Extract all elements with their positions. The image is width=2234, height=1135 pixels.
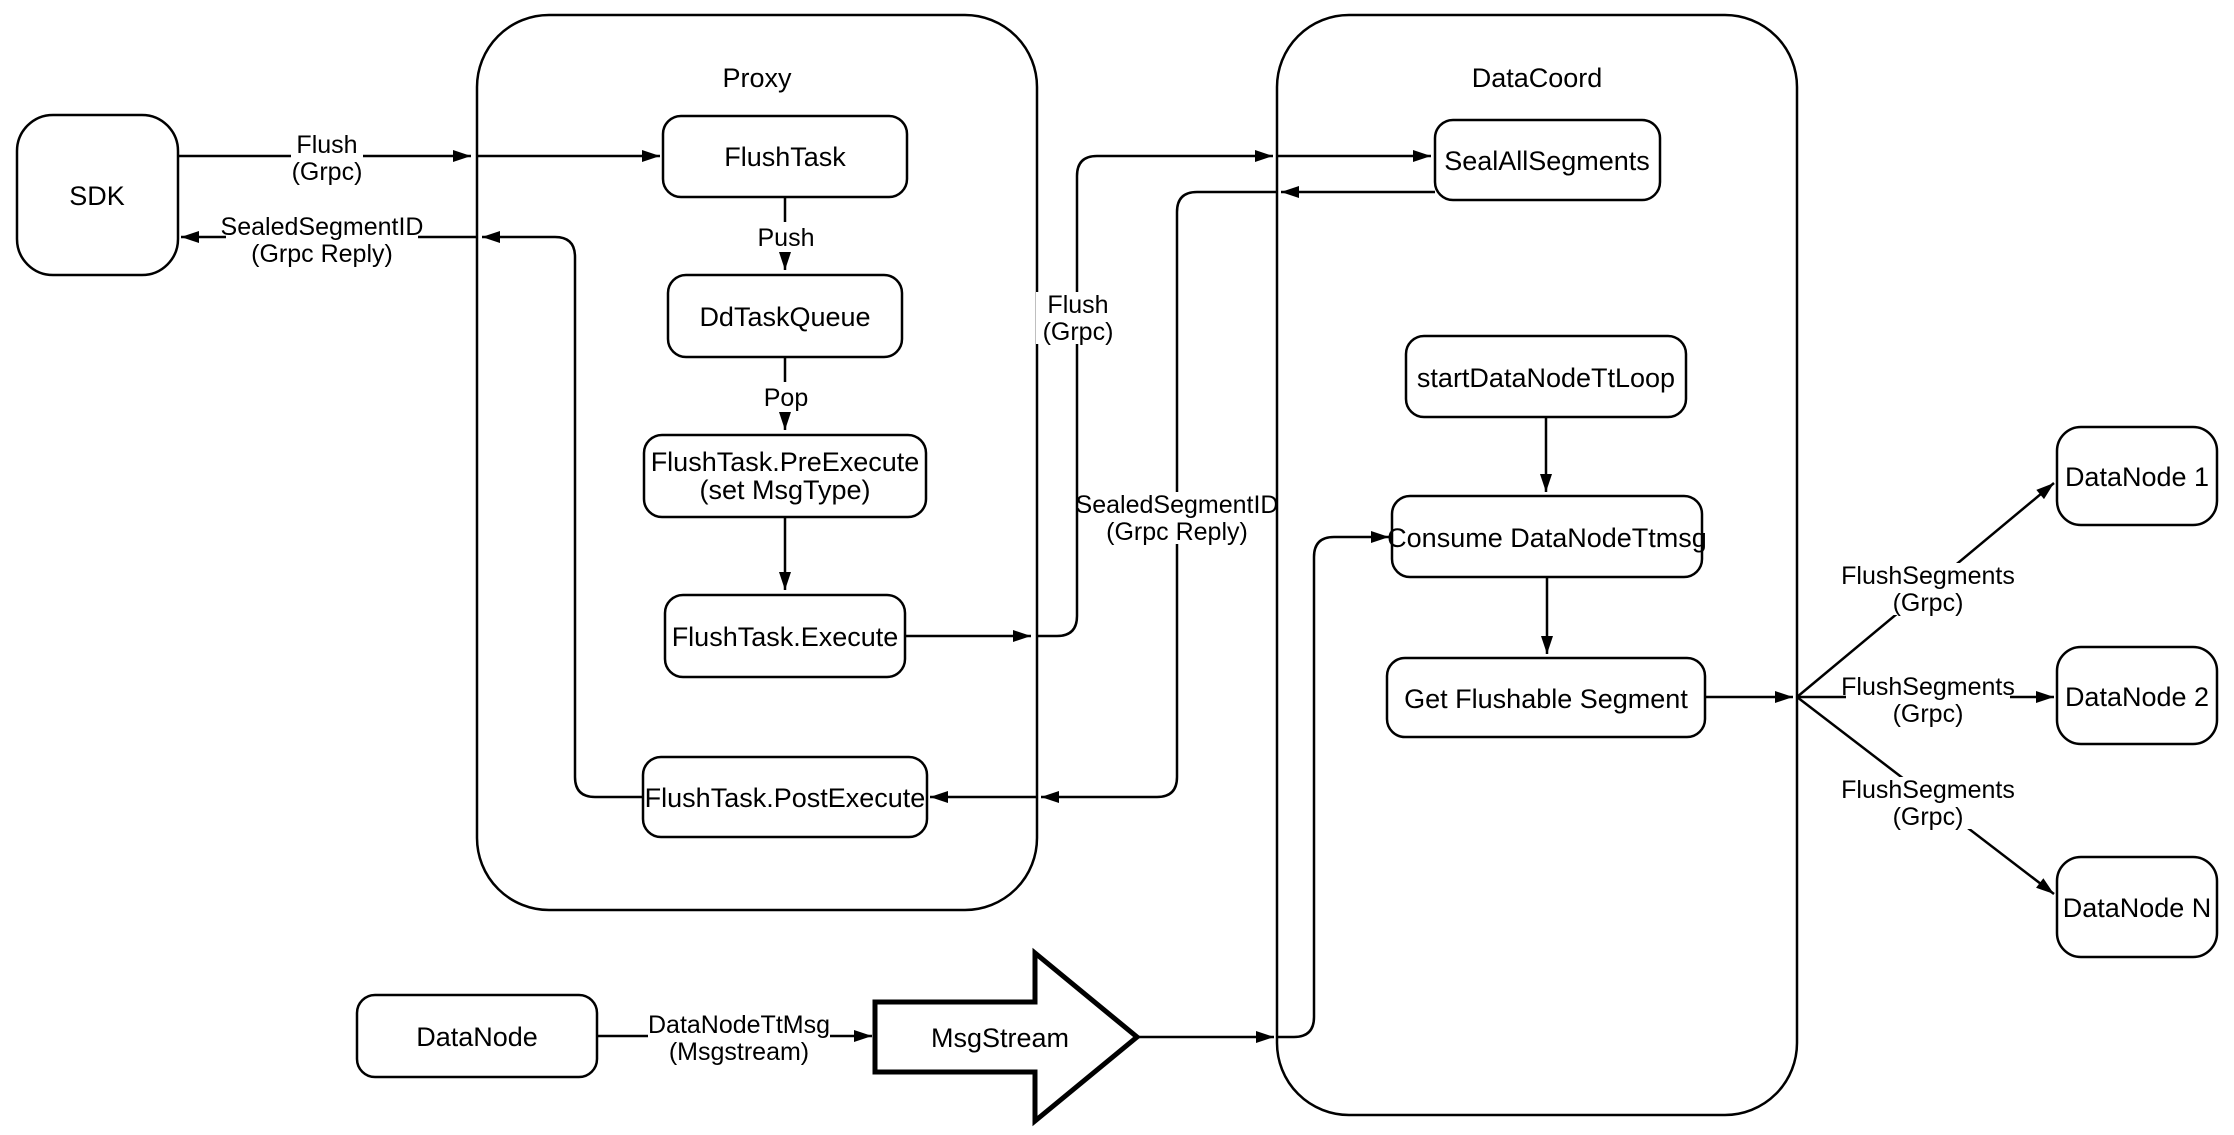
edge-postexecute-sdk-a bbox=[482, 231, 643, 799]
startdatanodettloop-label: startDataNodeTtLoop bbox=[1417, 363, 1675, 393]
label-sdk-sealed-line2: (Grpc Reply) bbox=[251, 240, 393, 268]
sdk-label: SDK bbox=[69, 181, 125, 211]
sealallsegments-node: SealAllSegments bbox=[1433, 118, 1662, 202]
ddtaskqueue-node: DdTaskQueue bbox=[666, 273, 904, 359]
flushtask-label: FlushTask bbox=[724, 142, 846, 172]
label-pop-text: Pop bbox=[764, 384, 808, 412]
label-sdk-flush-line1: Flush bbox=[296, 131, 357, 159]
proxy-title: Proxy bbox=[722, 63, 792, 93]
label-flushsegments-2: FlushSegments (Grpc) bbox=[1841, 673, 2015, 728]
consumedatanodettmsg-node: Consume DataNodeTtmsg bbox=[1387, 494, 1707, 579]
label-flushsegments-2-line1: FlushSegments bbox=[1841, 673, 2015, 701]
label-pop: Pop bbox=[756, 382, 816, 412]
postexecute-node: FlushTask.PostExecute bbox=[641, 755, 929, 839]
datacoord-title: DataCoord bbox=[1472, 63, 1603, 93]
label-flushsegments-3: FlushSegments (Grpc) bbox=[1841, 776, 2015, 831]
label-coord-flush-line2: (Grpc) bbox=[1043, 318, 1114, 346]
label-sdk-sealed-line1: SealedSegmentID bbox=[221, 213, 424, 241]
datanode1-node: DataNode 1 bbox=[2055, 425, 2219, 527]
label-coord-sealed-line1: SealedSegmentID bbox=[1076, 491, 1279, 519]
execute-node: FlushTask.Execute bbox=[663, 593, 907, 679]
proxy-container bbox=[475, 13, 1039, 912]
edge-msgstream-consume-b bbox=[1277, 531, 1389, 1039]
label-coord-flush: Flush (Grpc) bbox=[1036, 291, 1120, 346]
datanode1-label: DataNode 1 bbox=[2065, 462, 2209, 492]
datanode2-label: DataNode 2 bbox=[2065, 682, 2209, 712]
startdatanodettloop-node: startDataNodeTtLoop bbox=[1404, 334, 1688, 419]
label-coord-sealed-line2: (Grpc Reply) bbox=[1106, 518, 1248, 546]
msgstream-node: MsgStream bbox=[872, 947, 1141, 1127]
label-sdk-flush-line2: (Grpc) bbox=[292, 158, 363, 186]
label-flushsegments-3-line1: FlushSegments bbox=[1841, 776, 2015, 804]
label-sdk-flush: Flush (Grpc) bbox=[291, 131, 363, 186]
label-flushsegments-2-line2: (Grpc) bbox=[1893, 700, 1964, 728]
label-coord-flush-line1: Flush bbox=[1047, 291, 1108, 319]
edge-execute-seal-b bbox=[1037, 150, 1273, 638]
datacoord-container bbox=[1275, 13, 1799, 1117]
label-sdk-sealed: SealedSegmentID (Grpc Reply) bbox=[221, 213, 424, 268]
label-flushsegments-1-line1: FlushSegments bbox=[1841, 562, 2015, 590]
ddtaskqueue-label: DdTaskQueue bbox=[699, 302, 870, 332]
consumedatanodettmsg-label: Consume DataNodeTtmsg bbox=[1387, 523, 1707, 553]
execute-label: FlushTask.Execute bbox=[672, 622, 899, 652]
sdk-node: SDK bbox=[15, 113, 180, 277]
datanode2-node: DataNode 2 bbox=[2055, 645, 2219, 746]
getflushablesegment-label: Get Flushable Segment bbox=[1404, 684, 1688, 714]
label-push-text: Push bbox=[758, 224, 815, 252]
preexecute-label-line2: (set MsgType) bbox=[699, 475, 870, 505]
label-push: Push bbox=[753, 222, 819, 252]
label-coord-sealed: SealedSegmentID (Grpc Reply) bbox=[1076, 491, 1279, 546]
label-datanode-ttmsg: DataNodeTtMsg (Msgstream) bbox=[648, 1011, 830, 1066]
label-datanode-ttmsg-line2: (Msgstream) bbox=[669, 1038, 809, 1066]
postexecute-label: FlushTask.PostExecute bbox=[645, 783, 926, 813]
label-flushsegments-3-line2: (Grpc) bbox=[1893, 803, 1964, 831]
flushtask-node: FlushTask bbox=[661, 114, 909, 199]
msgstream-label: MsgStream bbox=[931, 1023, 1069, 1053]
preexecute-label-line1: FlushTask.PreExecute bbox=[651, 447, 920, 477]
datanode-label: DataNode bbox=[416, 1022, 538, 1052]
msgstream-arrow-shape bbox=[872, 947, 1141, 1127]
sealallsegments-label: SealAllSegments bbox=[1444, 146, 1650, 176]
label-flushsegments-1-line2: (Grpc) bbox=[1893, 589, 1964, 617]
datanode-node: DataNode bbox=[355, 993, 599, 1079]
datanoden-node: DataNode N bbox=[2055, 855, 2219, 959]
getflushablesegment-node: Get Flushable Segment bbox=[1385, 656, 1707, 739]
preexecute-node: FlushTask.PreExecute (set MsgType) bbox=[642, 433, 928, 519]
datanoden-label: DataNode N bbox=[2063, 893, 2212, 923]
label-flushsegments-1: FlushSegments (Grpc) bbox=[1841, 562, 2015, 617]
label-datanode-ttmsg-line1: DataNodeTtMsg bbox=[648, 1011, 830, 1039]
